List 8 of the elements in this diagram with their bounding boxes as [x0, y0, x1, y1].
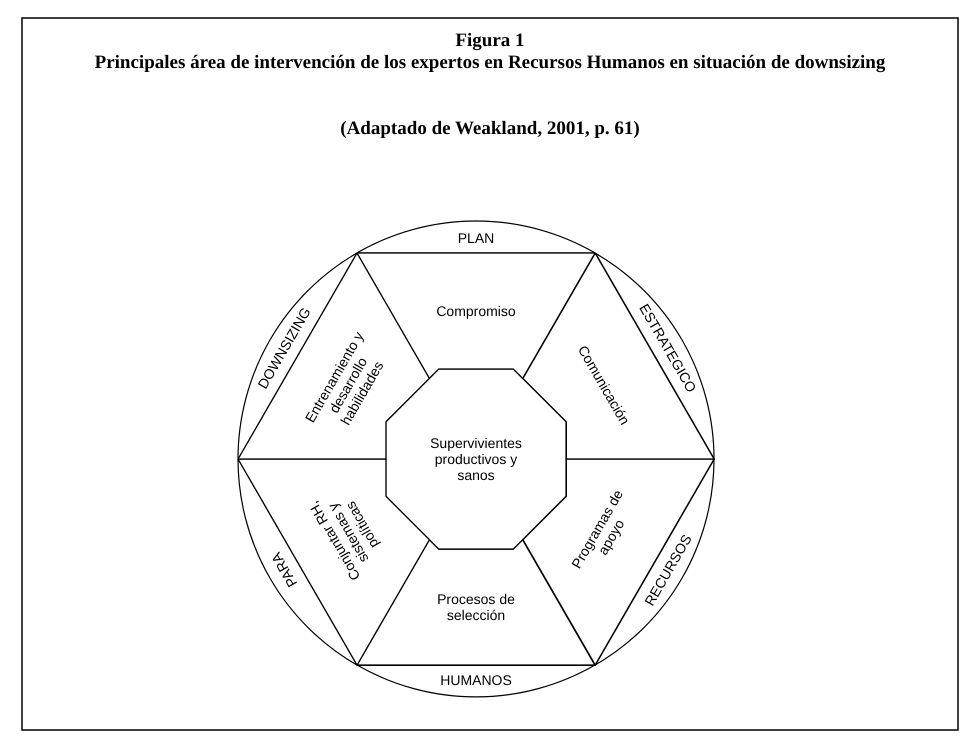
figure-heading: Principales área de intervención de los expertos en Recursos Humanos en situación de downsizing — [94, 52, 886, 74]
ring-label: HUMANOS — [440, 672, 512, 688]
source-note: (Adaptado de Weakland, 2001, p. 61) — [339, 118, 641, 140]
segment-label: Supervivientes productivos y sanos — [429, 435, 523, 483]
segment-label: Procesos de selección — [436, 591, 516, 624]
segment-label: Compromiso — [435, 302, 517, 319]
figure-title: Figura 1 — [454, 30, 526, 52]
ring-label: PLAN — [458, 230, 494, 246]
